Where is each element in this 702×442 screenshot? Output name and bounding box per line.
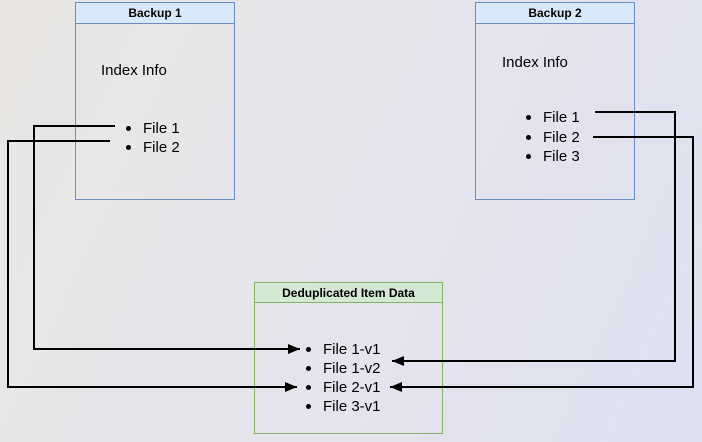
backup-1-index-info-label: Index Info bbox=[101, 62, 167, 79]
node-backup-1: Backup 1 Index Info File 1 File 2 bbox=[75, 2, 235, 200]
node-backup-2-title: Backup 2 bbox=[476, 3, 634, 24]
bullet-icon bbox=[126, 145, 131, 150]
backup-2-file-1-label: File 1 bbox=[543, 109, 580, 126]
backup-2-file-item: File 3 bbox=[526, 147, 580, 166]
dedup-item: File 3-v1 bbox=[306, 397, 381, 416]
dedup-file-1-v2-label: File 1-v2 bbox=[323, 360, 381, 377]
bullet-icon bbox=[306, 385, 311, 390]
backup-1-file-2-label: File 2 bbox=[143, 139, 180, 156]
backup-1-file-item: File 1 bbox=[126, 119, 180, 138]
backup-2-index-info-label: Index Info bbox=[502, 54, 568, 71]
bullet-icon bbox=[306, 347, 311, 352]
dedup-item: File 2-v1 bbox=[306, 378, 381, 397]
bullet-icon bbox=[526, 135, 531, 140]
bullet-icon bbox=[306, 404, 311, 409]
dedup-item: File 1-v2 bbox=[306, 359, 381, 378]
node-backup-2: Backup 2 Index Info File 1 File 2 File 3 bbox=[475, 2, 635, 200]
backup-2-file-item: File 1 bbox=[526, 108, 580, 127]
backup-2-file-item: File 2 bbox=[526, 128, 580, 147]
node-backup-1-title: Backup 1 bbox=[76, 3, 234, 24]
backup-1-file-1-label: File 1 bbox=[143, 120, 180, 137]
bullet-icon bbox=[526, 154, 531, 159]
bullet-icon bbox=[126, 126, 131, 131]
dedup-item: File 1-v1 bbox=[306, 340, 381, 359]
bullet-icon bbox=[526, 115, 531, 120]
node-deduplicated-item-data: Deduplicated Item Data File 1-v1 File 1-… bbox=[254, 282, 443, 434]
dedup-file-2-v1-label: File 2-v1 bbox=[323, 379, 381, 396]
bullet-icon bbox=[306, 366, 311, 371]
backup-2-file-2-label: File 2 bbox=[543, 129, 580, 146]
backup-2-file-3-label: File 3 bbox=[543, 148, 580, 165]
dedup-file-3-v1-label: File 3-v1 bbox=[323, 398, 381, 415]
backup-1-file-item: File 2 bbox=[126, 138, 180, 157]
dedup-file-1-v1-label: File 1-v1 bbox=[323, 341, 381, 358]
node-dedup-title: Deduplicated Item Data bbox=[255, 283, 442, 303]
